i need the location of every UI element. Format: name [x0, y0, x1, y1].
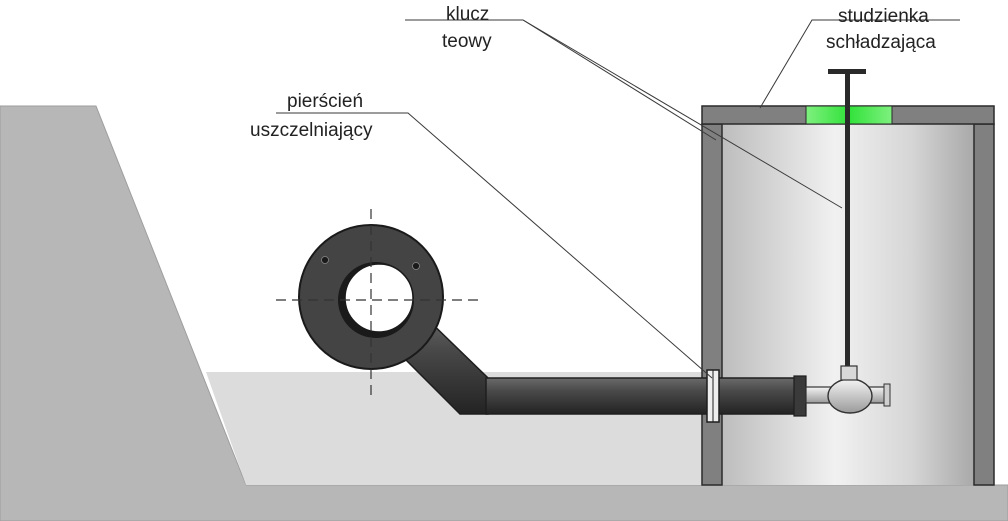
label-sealing-ring-line2: uszczelniający	[250, 120, 373, 141]
valve-body	[827, 378, 873, 414]
valve-stem	[840, 365, 858, 381]
tee-key-handle	[828, 69, 866, 74]
flange-bolt-hole-right	[412, 262, 420, 270]
label-well-line2: schładzająca	[826, 32, 936, 53]
leader-well	[759, 19, 960, 109]
label-tee-key-line1: klucz	[446, 4, 489, 25]
well-right-wall	[973, 123, 995, 486]
pipe-end-cap	[793, 375, 807, 417]
valve-flange-right	[883, 383, 891, 407]
ball-valve	[805, 365, 891, 414]
pipe-flange	[276, 209, 482, 397]
pipe-horizontal-section	[485, 377, 803, 415]
label-well-line1: studzienka	[838, 6, 929, 27]
label-sealing-ring-line1: pierścień	[287, 91, 363, 112]
flange-bore	[344, 263, 414, 333]
leader-sealing-ring	[276, 112, 713, 379]
tee-key-shaft	[845, 74, 850, 368]
leader-lines	[276, 19, 960, 379]
label-tee-key-line2: teowy	[442, 31, 492, 52]
ground-embankment	[0, 105, 1008, 521]
tee-key	[828, 69, 866, 368]
well-left-wall	[701, 123, 723, 486]
leader-tee-key-second	[522, 19, 717, 141]
flange-bolt-hole-left	[321, 256, 329, 264]
